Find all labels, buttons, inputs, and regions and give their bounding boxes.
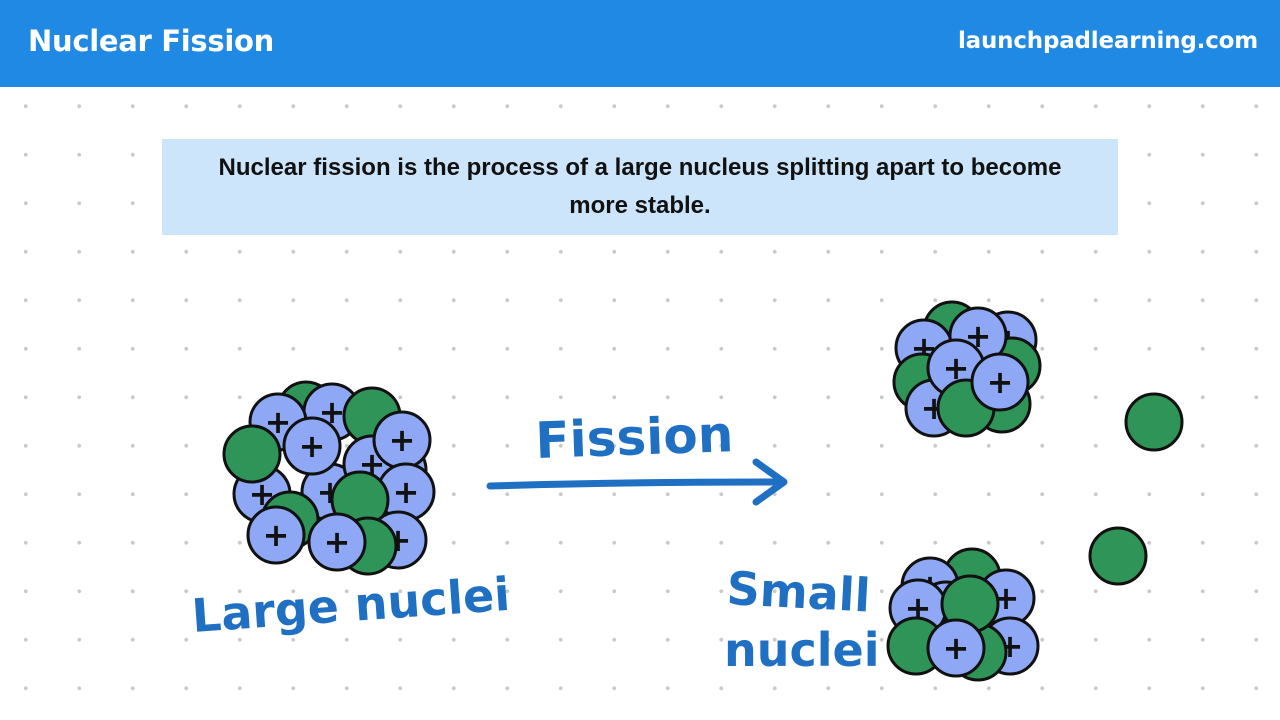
proton-plus-sign: + (393, 473, 420, 511)
free-neutrons (1088, 392, 1184, 586)
site-url: launchpadlearning.com (958, 28, 1258, 54)
proton-plus-sign: + (987, 363, 1014, 401)
large-nucleus: ++++++++++++ (222, 380, 436, 576)
arrow-shaft (486, 478, 786, 490)
fission-arrow (486, 458, 788, 506)
small-nuclei-label-line1: Small (725, 561, 871, 622)
proton-plus-sign: + (324, 523, 351, 561)
proton-plus-sign: + (299, 427, 326, 465)
small-nucleus-bottom: ++++++ (886, 547, 1040, 682)
proton (282, 416, 342, 476)
fission-label: Fission (534, 405, 734, 470)
definition-box: Nuclear fission is the process of a larg… (162, 139, 1118, 235)
page-title: Nuclear Fission (28, 24, 274, 58)
proton-plus-sign: + (389, 421, 416, 459)
proton (307, 512, 367, 572)
definition-text: Nuclear fission is the process of a larg… (218, 154, 1062, 219)
proton-plus-sign: + (263, 516, 290, 554)
header-bar: Nuclear Fission launchpadlearning.com (0, 0, 1280, 87)
proton (246, 505, 306, 565)
small-nuclei-label-line2: nuclei (724, 623, 880, 677)
neutron (1088, 526, 1148, 586)
proton-plus-sign: + (943, 629, 970, 667)
proton (970, 352, 1030, 412)
proton (926, 618, 986, 678)
neutron (1124, 392, 1184, 452)
large-nuclei-label: Large nuclei (190, 567, 512, 643)
neutron (222, 424, 282, 484)
small-nucleus-top: ++++++ (892, 300, 1042, 438)
arrow-head (752, 458, 788, 506)
